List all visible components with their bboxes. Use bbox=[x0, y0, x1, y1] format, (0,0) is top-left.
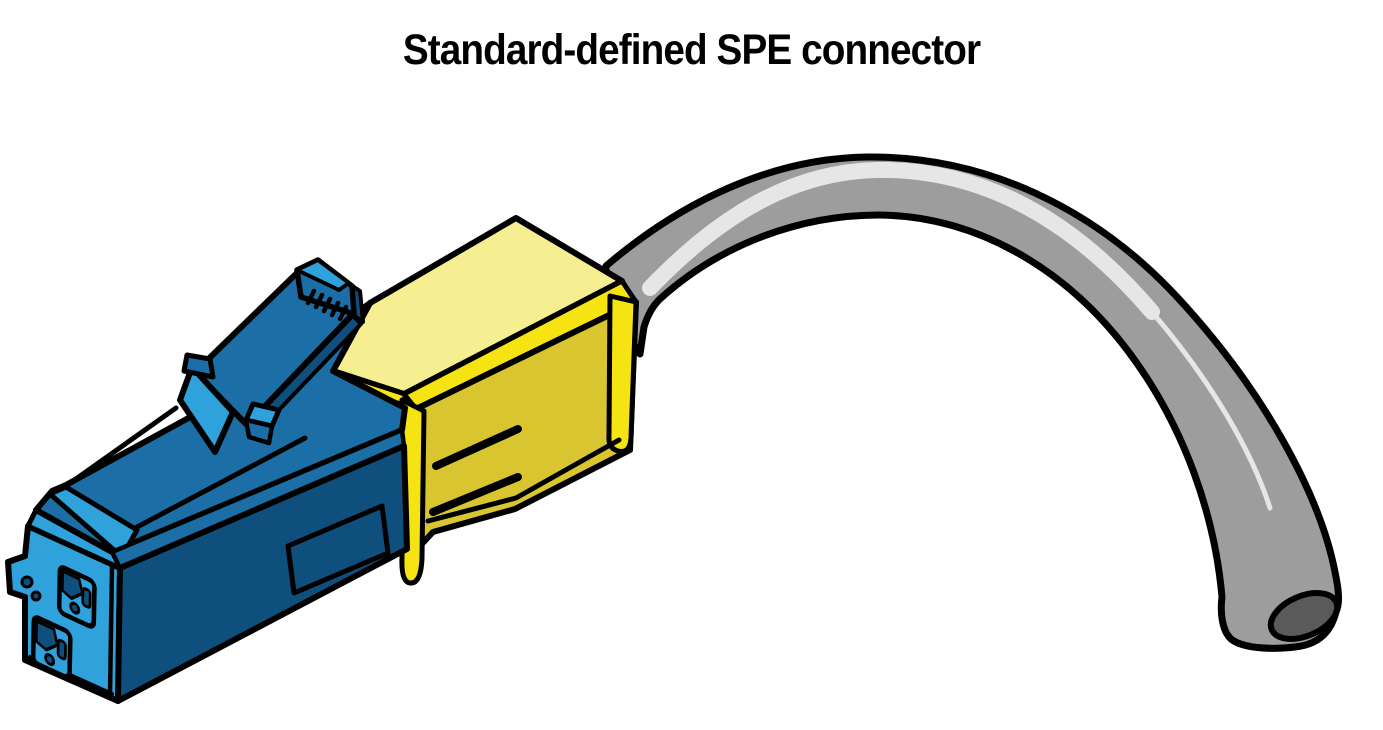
boot-grip-slash-2 bbox=[429, 473, 522, 516]
cutout-recess bbox=[34, 619, 59, 652]
boot-rear-collar bbox=[606, 293, 639, 454]
latch-grip-marks bbox=[305, 288, 349, 322]
cable-body-path bbox=[600, 153, 1342, 652]
latch-bump-face bbox=[243, 417, 275, 446]
latch bbox=[177, 257, 365, 455]
figure-title: Standard-defined SPE connector bbox=[402, 26, 981, 74]
cutout-slot bbox=[56, 638, 67, 661]
cutout-hole bbox=[69, 601, 81, 615]
grip-mark bbox=[329, 300, 341, 318]
plug-front-corner-bevel-line bbox=[107, 564, 115, 698]
front-keyhole-upper bbox=[20, 575, 34, 589]
cable-highlight-tail bbox=[1149, 309, 1273, 511]
cable-highlight bbox=[642, 161, 1160, 320]
boot-bottom-ridge-line bbox=[425, 437, 622, 524]
plug-side-recessed-panel bbox=[285, 503, 391, 596]
latch-head-bevel bbox=[295, 258, 351, 292]
latch-hinge-wedge bbox=[177, 364, 236, 455]
cable-cut-face bbox=[1267, 590, 1341, 642]
boot-grip-slash-1 bbox=[432, 425, 522, 470]
cable bbox=[600, 153, 1342, 652]
plug-nose-step-face bbox=[47, 484, 140, 560]
cutout-slot bbox=[81, 587, 92, 609]
grip-mark bbox=[305, 288, 317, 306]
grip-mark bbox=[313, 292, 325, 310]
plug-top-ridge-line bbox=[63, 405, 179, 489]
cutout-recess bbox=[60, 569, 84, 601]
contact-cutout-lower bbox=[30, 615, 73, 680]
cutout-hole bbox=[44, 653, 56, 667]
plug-side-face bbox=[115, 443, 410, 704]
contact-cutout-upper bbox=[56, 565, 97, 629]
latch-hinge-cap bbox=[181, 352, 216, 380]
grip-mark bbox=[321, 296, 333, 314]
plug-boss-edge-line bbox=[134, 435, 308, 530]
front-keyhole-lower bbox=[30, 590, 42, 602]
grip-mark bbox=[337, 304, 349, 322]
